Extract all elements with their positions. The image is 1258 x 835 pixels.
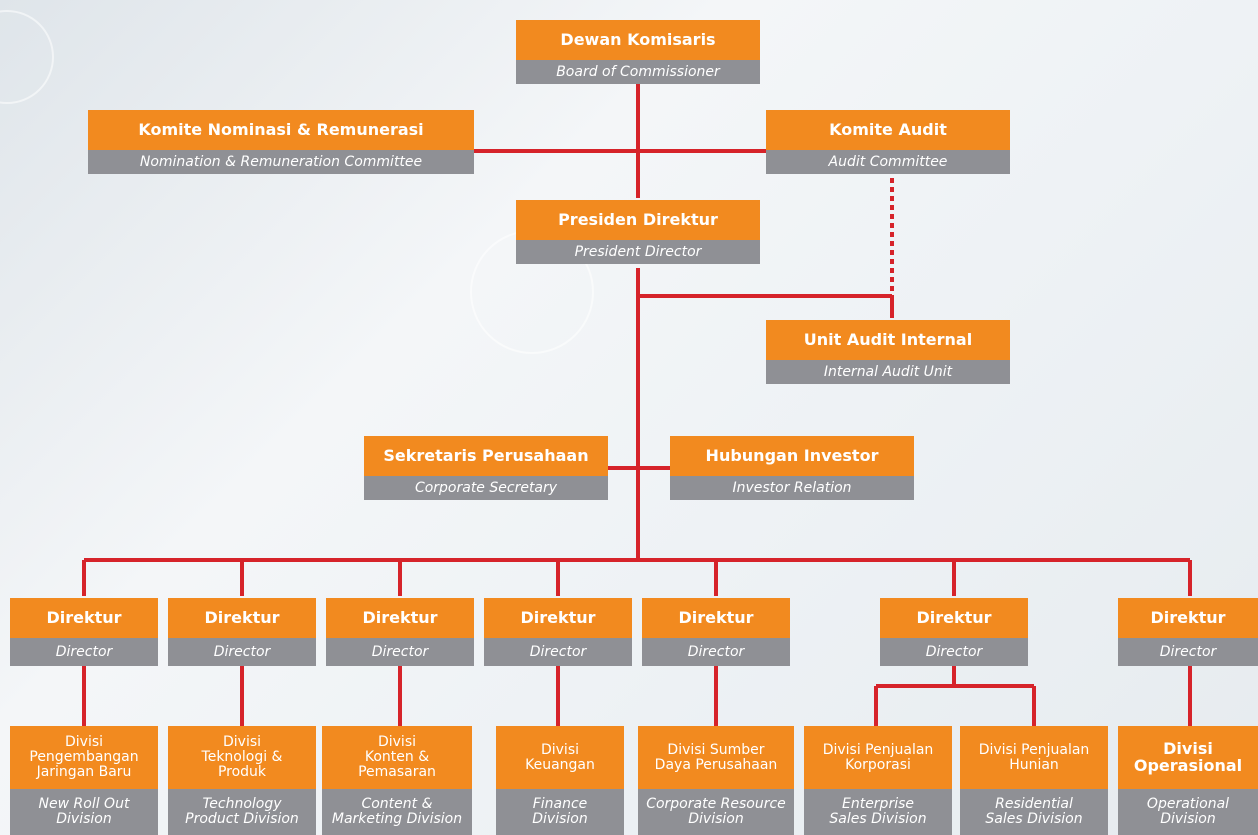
box-title: Direktur [10,598,158,638]
division-box-technology-product: Divisi Teknologi & Produk Technology Pro… [168,726,316,835]
box-title: Direktur [326,598,474,638]
director-box: Direktur Director [326,598,474,666]
nomination-committee-box: Komite Nominasi & Remunerasi Nomination … [88,110,474,174]
box-title: Divisi Operasional [1118,726,1258,789]
audit-committee-box: Komite Audit Audit Committee [766,110,1010,174]
box-title: Divisi Penjualan Hunian [960,726,1108,789]
box-title: Dewan Komisaris [516,20,760,60]
box-title: Divisi Sumber Daya Perusahaan [638,726,794,789]
box-title: Komite Nominasi & Remunerasi [88,110,474,150]
box-subtitle: President Director [516,240,760,264]
box-subtitle: Corporate Resource Division [638,789,794,835]
division-box-residential-sales: Divisi Penjualan Hunian Residential Sale… [960,726,1108,835]
box-subtitle: Director [642,638,790,666]
division-box-finance: Divisi Keuangan Finance Division [496,726,624,835]
box-title: Divisi Pengembangan Jaringan Baru [10,726,158,789]
director-box: Direktur Director [484,598,632,666]
box-subtitle: Content & Marketing Division [322,789,472,835]
box-subtitle: Director [168,638,316,666]
box-subtitle: Enterprise Sales Division [804,789,952,835]
division-box-enterprise-sales: Divisi Penjualan Korporasi Enterprise Sa… [804,726,952,835]
box-title: Hubungan Investor [670,436,914,476]
box-subtitle: Technology Product Division [168,789,316,835]
box-title: Unit Audit Internal [766,320,1010,360]
division-box-corporate-resource: Divisi Sumber Daya Perusahaan Corporate … [638,726,794,835]
box-subtitle: New Roll Out Division [10,789,158,835]
division-box-content-marketing: Divisi Konten & Pemasaran Content & Mark… [322,726,472,835]
box-subtitle: Residential Sales Division [960,789,1108,835]
box-title: Direktur [1118,598,1258,638]
box-subtitle: Investor Relation [670,476,914,500]
box-title: Sekretaris Perusahaan [364,436,608,476]
box-title: Divisi Keuangan [496,726,624,789]
box-title: Direktur [642,598,790,638]
director-box: Direktur Director [880,598,1028,666]
box-subtitle: Director [880,638,1028,666]
director-box: Direktur Director [642,598,790,666]
director-box: Direktur Director [1118,598,1258,666]
box-subtitle: Director [326,638,474,666]
box-subtitle: Operational Division [1118,789,1258,835]
box-subtitle: Finance Division [496,789,624,835]
investor-relation-box: Hubungan Investor Investor Relation [670,436,914,500]
corporate-secretary-box: Sekretaris Perusahaan Corporate Secretar… [364,436,608,500]
box-title: Divisi Teknologi & Produk [168,726,316,789]
box-subtitle: Director [10,638,158,666]
internal-audit-unit-box: Unit Audit Internal Internal Audit Unit [766,320,1010,384]
box-title: Komite Audit [766,110,1010,150]
box-subtitle: Board of Commissioner [516,60,760,84]
board-of-commissioner-box: Dewan Komisaris Board of Commissioner [516,20,760,84]
box-subtitle: Internal Audit Unit [766,360,1010,384]
box-title: Divisi Penjualan Korporasi [804,726,952,789]
division-box-operational: Divisi Operasional Operational Division [1118,726,1258,835]
box-subtitle: Nomination & Remuneration Committee [88,150,474,174]
box-title: Direktur [168,598,316,638]
president-director-box: Presiden Direktur President Director [516,200,760,264]
director-box: Direktur Director [168,598,316,666]
division-box-new-roll-out: Divisi Pengembangan Jaringan Baru New Ro… [10,726,158,835]
box-subtitle: Director [1118,638,1258,666]
director-box: Direktur Director [10,598,158,666]
box-title: Direktur [484,598,632,638]
box-subtitle: Director [484,638,632,666]
box-title: Presiden Direktur [516,200,760,240]
box-title: Divisi Konten & Pemasaran [322,726,472,789]
box-subtitle: Audit Committee [766,150,1010,174]
box-title: Direktur [880,598,1028,638]
box-subtitle: Corporate Secretary [364,476,608,500]
